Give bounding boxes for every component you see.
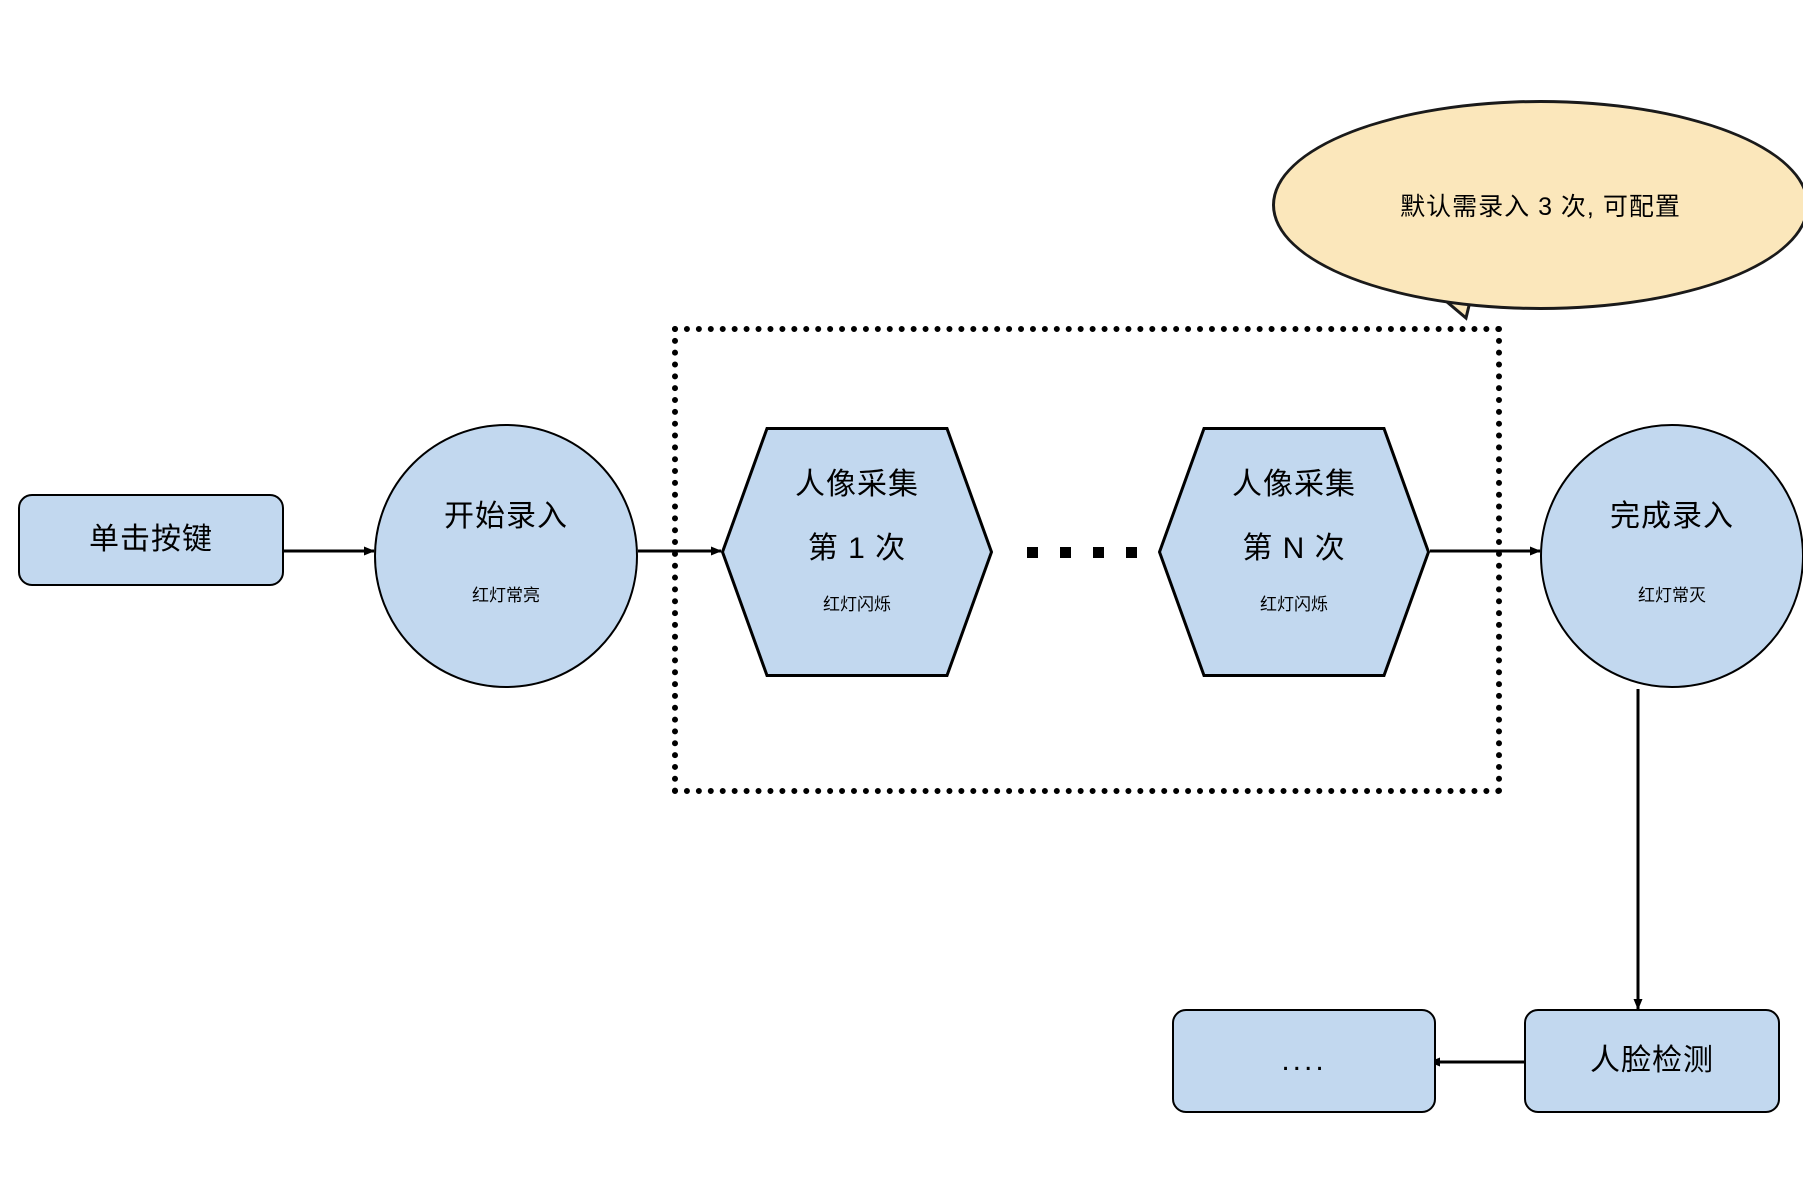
node-start-enroll-label: 开始录入: [444, 500, 568, 534]
node-more-steps-label: ....: [1281, 1044, 1327, 1078]
node-finish-enroll-label: 完成录入: [1610, 500, 1734, 534]
node-start-enroll-status: 红灯常亮: [472, 585, 540, 605]
capture-ellipsis-icon: [1027, 546, 1155, 558]
node-face-detect[interactable]: 人脸检测: [1524, 1009, 1780, 1113]
node-capture-nth-label: 人像采集: [1232, 468, 1356, 502]
node-face-detect-label: 人脸检测: [1590, 1044, 1714, 1078]
node-capture-nth-status: 红灯闪烁: [1260, 595, 1328, 615]
node-finish-enroll[interactable]: 完成录入 红灯常灭: [1540, 424, 1803, 688]
node-press-key[interactable]: 单击按键: [18, 494, 284, 586]
capture-loop-group: [672, 326, 1502, 794]
node-capture-first[interactable]: 人像采集 第 1 次 红灯闪烁: [721, 427, 993, 677]
annotation-bubble: 默认需录入 3 次, 可配置: [1272, 100, 1803, 310]
node-capture-first-content: 人像采集 第 1 次 红灯闪烁: [721, 427, 993, 677]
node-capture-first-sublabel: 第 1 次: [807, 531, 907, 565]
node-press-key-label: 单击按键: [89, 523, 213, 557]
annotation-bubble-text: 默认需录入 3 次, 可配置: [1400, 193, 1681, 221]
node-capture-nth[interactable]: 人像采集 第 N 次 红灯闪烁: [1158, 427, 1430, 677]
node-capture-first-label: 人像采集: [795, 468, 919, 502]
node-capture-nth-content: 人像采集 第 N 次 红灯闪烁: [1158, 427, 1430, 677]
node-capture-first-status: 红灯闪烁: [823, 595, 891, 615]
node-more-steps[interactable]: ....: [1172, 1009, 1436, 1113]
node-capture-nth-sublabel: 第 N 次: [1242, 531, 1346, 565]
node-finish-enroll-status: 红灯常灭: [1638, 585, 1706, 605]
node-start-enroll[interactable]: 开始录入 红灯常亮: [374, 424, 638, 688]
